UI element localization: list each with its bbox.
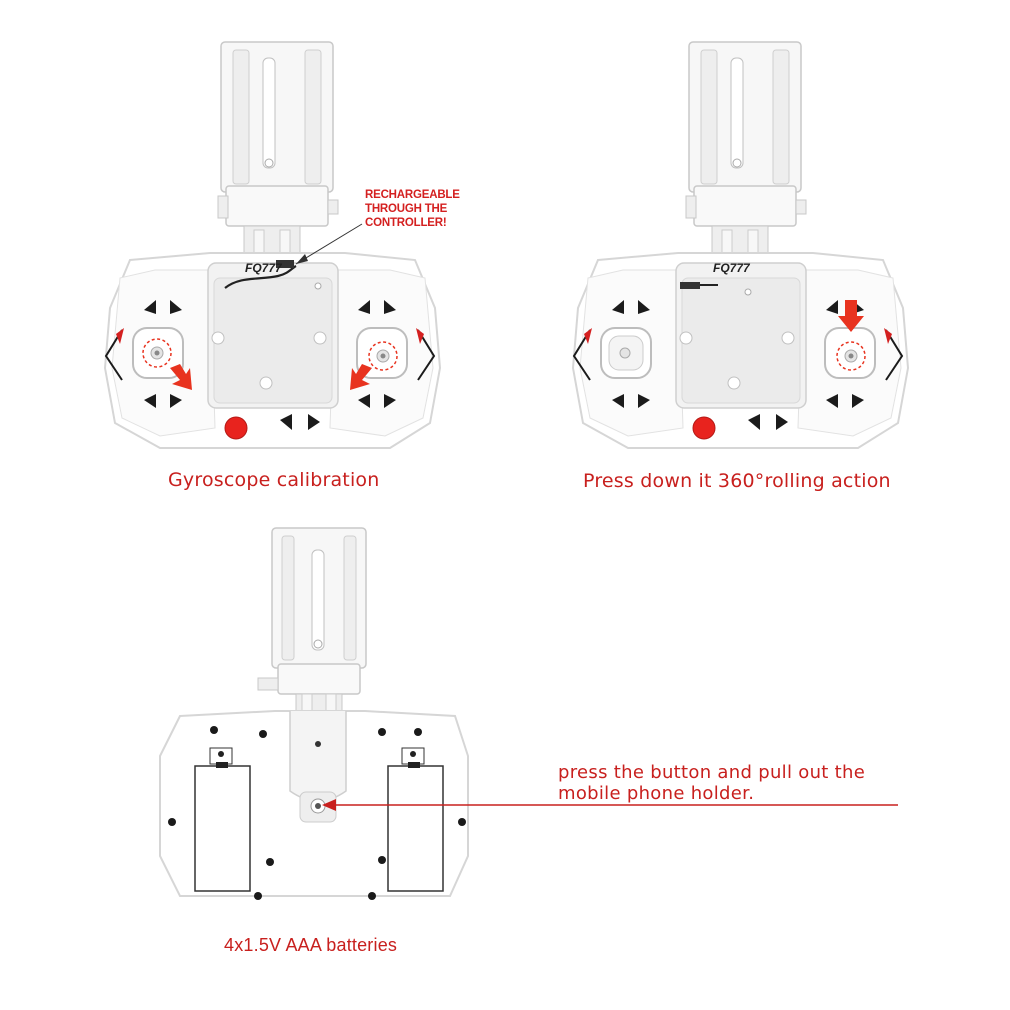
controller-front-calibration: FQ777 <box>100 38 445 458</box>
right-joystick <box>824 327 876 379</box>
phone-holder <box>257 527 367 729</box>
side-chevron-icon <box>572 329 904 381</box>
callout-line: RECHARGEABLE <box>365 189 460 201</box>
battery-compartment-right <box>387 747 444 892</box>
release-button-pointer <box>322 799 898 811</box>
power-button-icon <box>692 416 716 440</box>
note-line: press the button and pull out the <box>558 762 866 783</box>
brand-logo: FQ777 <box>245 261 283 275</box>
controller-back-illustration <box>159 527 469 900</box>
press-down-arrow-icon <box>838 300 864 332</box>
callout-line: THROUGH THE <box>365 203 448 215</box>
battery-compartment-left <box>194 747 251 892</box>
release-instruction: press the button and pull out the mobile… <box>558 762 865 804</box>
callout-pointer <box>295 223 363 265</box>
brand-logo: FQ777 <box>713 261 751 275</box>
side-accent-icon <box>116 328 424 344</box>
controller-front-press: FQ777 <box>568 38 913 458</box>
phone-holder <box>217 41 339 257</box>
right-joystick <box>356 327 408 379</box>
pointer-arrow-icon <box>322 799 336 811</box>
recharge-callout: RECHARGEABLE THROUGH THE CONTROLLER! <box>365 188 460 230</box>
calibration-arrow-icon <box>170 364 372 390</box>
triangle-arrow-icon <box>144 300 396 430</box>
left-joystick <box>600 327 652 379</box>
caption-gyroscope: Gyroscope calibration <box>168 469 380 491</box>
controller-body <box>103 252 442 449</box>
side-accent-icon <box>584 328 892 344</box>
triangle-arrow-icon <box>612 300 864 430</box>
side-chevron-icon <box>104 329 436 381</box>
screw-hole-icon <box>168 726 466 900</box>
controller-front-illustration: FQ777 <box>103 41 442 449</box>
controller-back-batteries <box>150 526 480 916</box>
controller-body <box>571 252 910 449</box>
power-button-icon <box>224 416 248 440</box>
callout-line: CONTROLLER! <box>365 217 447 229</box>
controller-front-illustration: FQ777 <box>571 41 910 449</box>
phone-holder <box>685 41 807 257</box>
left-joystick <box>132 327 184 379</box>
caption-batteries: 4x1.5V AAA batteries <box>224 935 398 955</box>
note-line: mobile phone holder. <box>558 783 755 804</box>
caption-press-down: Press down it 360°rolling action <box>583 470 891 492</box>
